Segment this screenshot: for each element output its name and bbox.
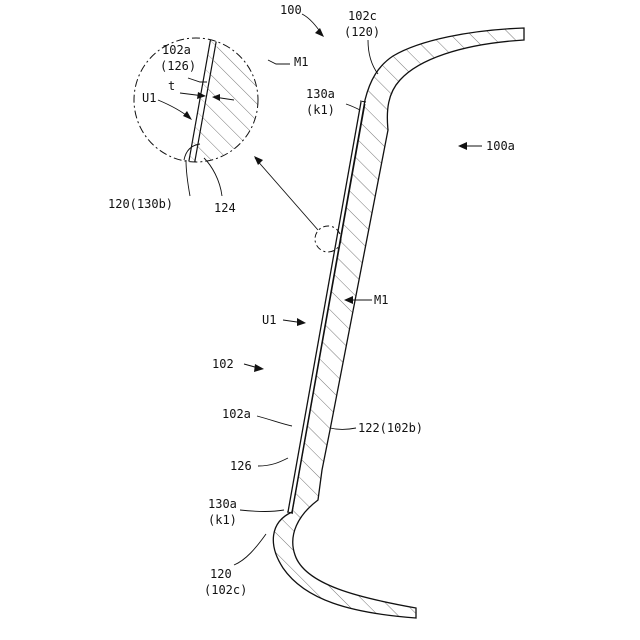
label-detail-u1: U1 (142, 91, 156, 105)
label-102c-bottom: (102c) (204, 583, 247, 597)
label-126-main: 126 (230, 459, 252, 473)
label-130a-top: 130a (306, 87, 335, 101)
label-detail-126: (126) (160, 59, 196, 73)
label-detail-t: t (168, 79, 175, 93)
leader-120-bottom (234, 534, 266, 565)
leader-130a-top (346, 104, 360, 110)
label-u1-main: U1 (262, 313, 276, 327)
enlarged-detail-view (134, 20, 300, 200)
detail-connector-line (255, 158, 318, 230)
leader-detail-120 (186, 160, 190, 196)
detail-connector-arrowhead (254, 156, 263, 165)
label-102: 102 (212, 357, 234, 371)
leader-102c-top (368, 40, 378, 74)
leader-126 (258, 458, 288, 466)
label-102a-main: 102a (222, 407, 251, 421)
label-102c-top: 102c (348, 9, 377, 23)
label-120-bottom: 120 (210, 567, 232, 581)
label-detail-124: 124 (214, 201, 236, 215)
label-detail-102a: 102a (162, 43, 191, 57)
label-detail-m1: M1 (294, 55, 308, 69)
leader-detail-124 (204, 158, 222, 196)
label-130a-bottom: 130a (208, 497, 237, 511)
label-122: 122(102b) (358, 421, 423, 435)
leader-detail-m1 (268, 60, 290, 64)
leader-130a-bottom (240, 510, 284, 512)
label-k1-bottom: (k1) (208, 513, 237, 527)
label-detail-120: 120(130b) (108, 197, 173, 211)
label-k1-top: (k1) (306, 103, 335, 117)
leader-122 (330, 428, 356, 430)
label-100a: 100a (486, 139, 515, 153)
label-100: 100 (280, 3, 302, 17)
label-120-top: (120) (344, 25, 380, 39)
label-m1-main: M1 (374, 293, 388, 307)
leader-102a-main (257, 416, 292, 426)
